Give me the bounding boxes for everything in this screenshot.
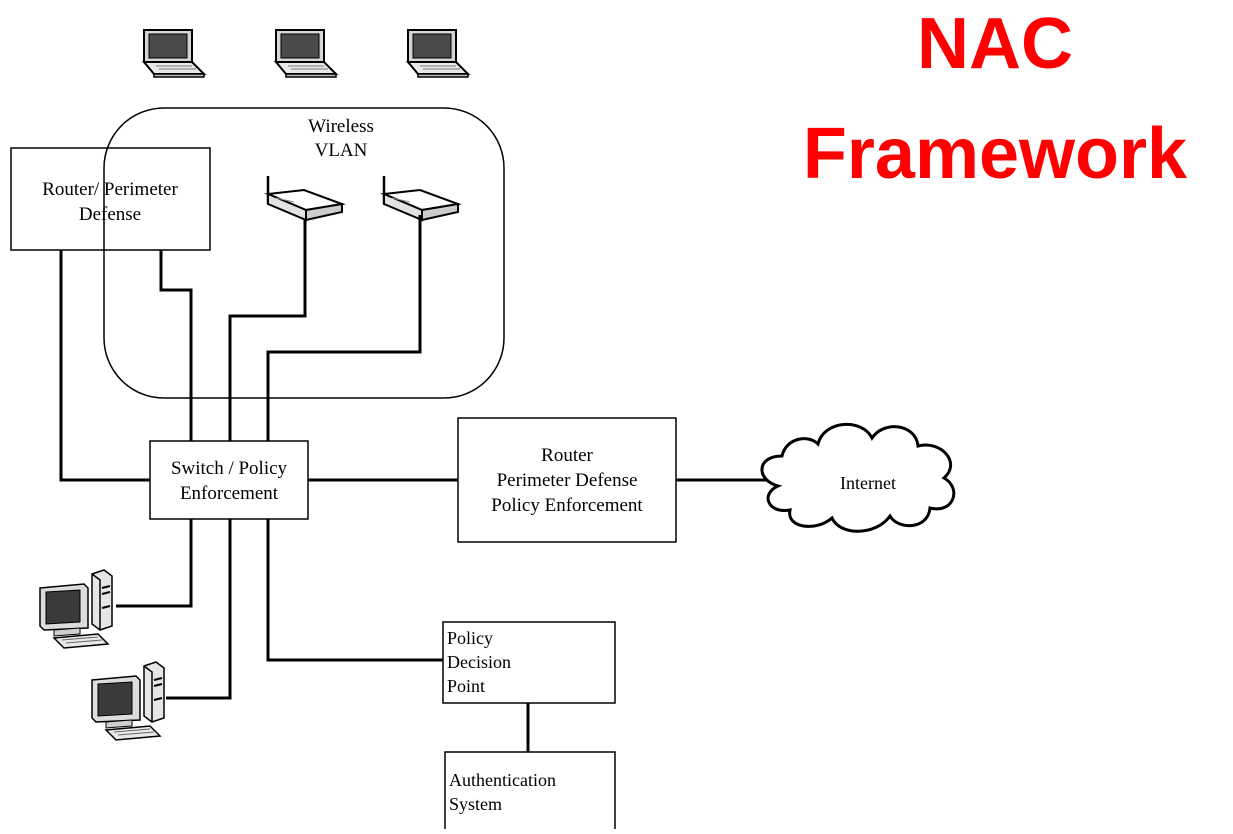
wireless-vlan-label-line2: VLAN — [315, 140, 368, 161]
wireless-vlan-label-line1: Wireless — [308, 116, 374, 137]
router-perimeter-label-line1: Router/ Perimeter — [42, 179, 178, 200]
auth-label-line2: System — [449, 794, 502, 814]
router-perimeter-defense-box — [10, 147, 211, 251]
router-label-line2: Perimeter Defense — [497, 470, 638, 491]
link-router-perimeter-to-switch — [59, 250, 150, 482]
laptop-icon — [407, 29, 469, 78]
policy-decision-point-box — [442, 621, 616, 704]
link-switch-to-desktop-2 — [166, 519, 232, 700]
desktop-computer-icon — [39, 569, 113, 649]
connection-lines — [59, 215, 768, 752]
title-line-2: Framework — [802, 114, 1188, 194]
router-label-line3: Policy Enforcement — [491, 495, 643, 516]
link-access-point-2-to-switch — [266, 215, 422, 441]
link-switch-to-desktop-1 — [116, 519, 193, 608]
authentication-system-box — [444, 751, 616, 829]
switch-policy-enforcement-box — [149, 440, 309, 520]
router-policy-enforcement-box — [457, 417, 677, 543]
laptop-icon — [143, 29, 205, 78]
desktop-computer-icon — [91, 661, 165, 741]
pdp-label-line1: Policy — [447, 628, 493, 648]
internet-cloud-icon — [760, 423, 956, 533]
switch-label-line1: Switch / Policy — [171, 458, 288, 479]
router-perimeter-label-line2: Defense — [79, 204, 141, 225]
internet-label: Internet — [840, 473, 896, 493]
router-label-line1: Router — [541, 445, 593, 466]
title-line-1: NAC — [917, 4, 1073, 84]
laptop-icon — [275, 29, 337, 78]
wireless-access-point-icon — [266, 174, 344, 222]
pdp-label-line3: Point — [447, 676, 485, 696]
switch-label-line2: Enforcement — [180, 483, 279, 504]
link-access-point-1-to-switch — [228, 220, 307, 441]
link-router-perimeter-to-switch-2 — [159, 250, 193, 441]
link-switch-to-policy-decision-point — [266, 519, 443, 662]
pdp-label-line2: Decision — [447, 652, 511, 672]
wireless-vlan-boundary — [103, 107, 505, 399]
wireless-access-point-icon — [382, 174, 460, 222]
auth-label-line1: Authentication — [449, 770, 556, 790]
